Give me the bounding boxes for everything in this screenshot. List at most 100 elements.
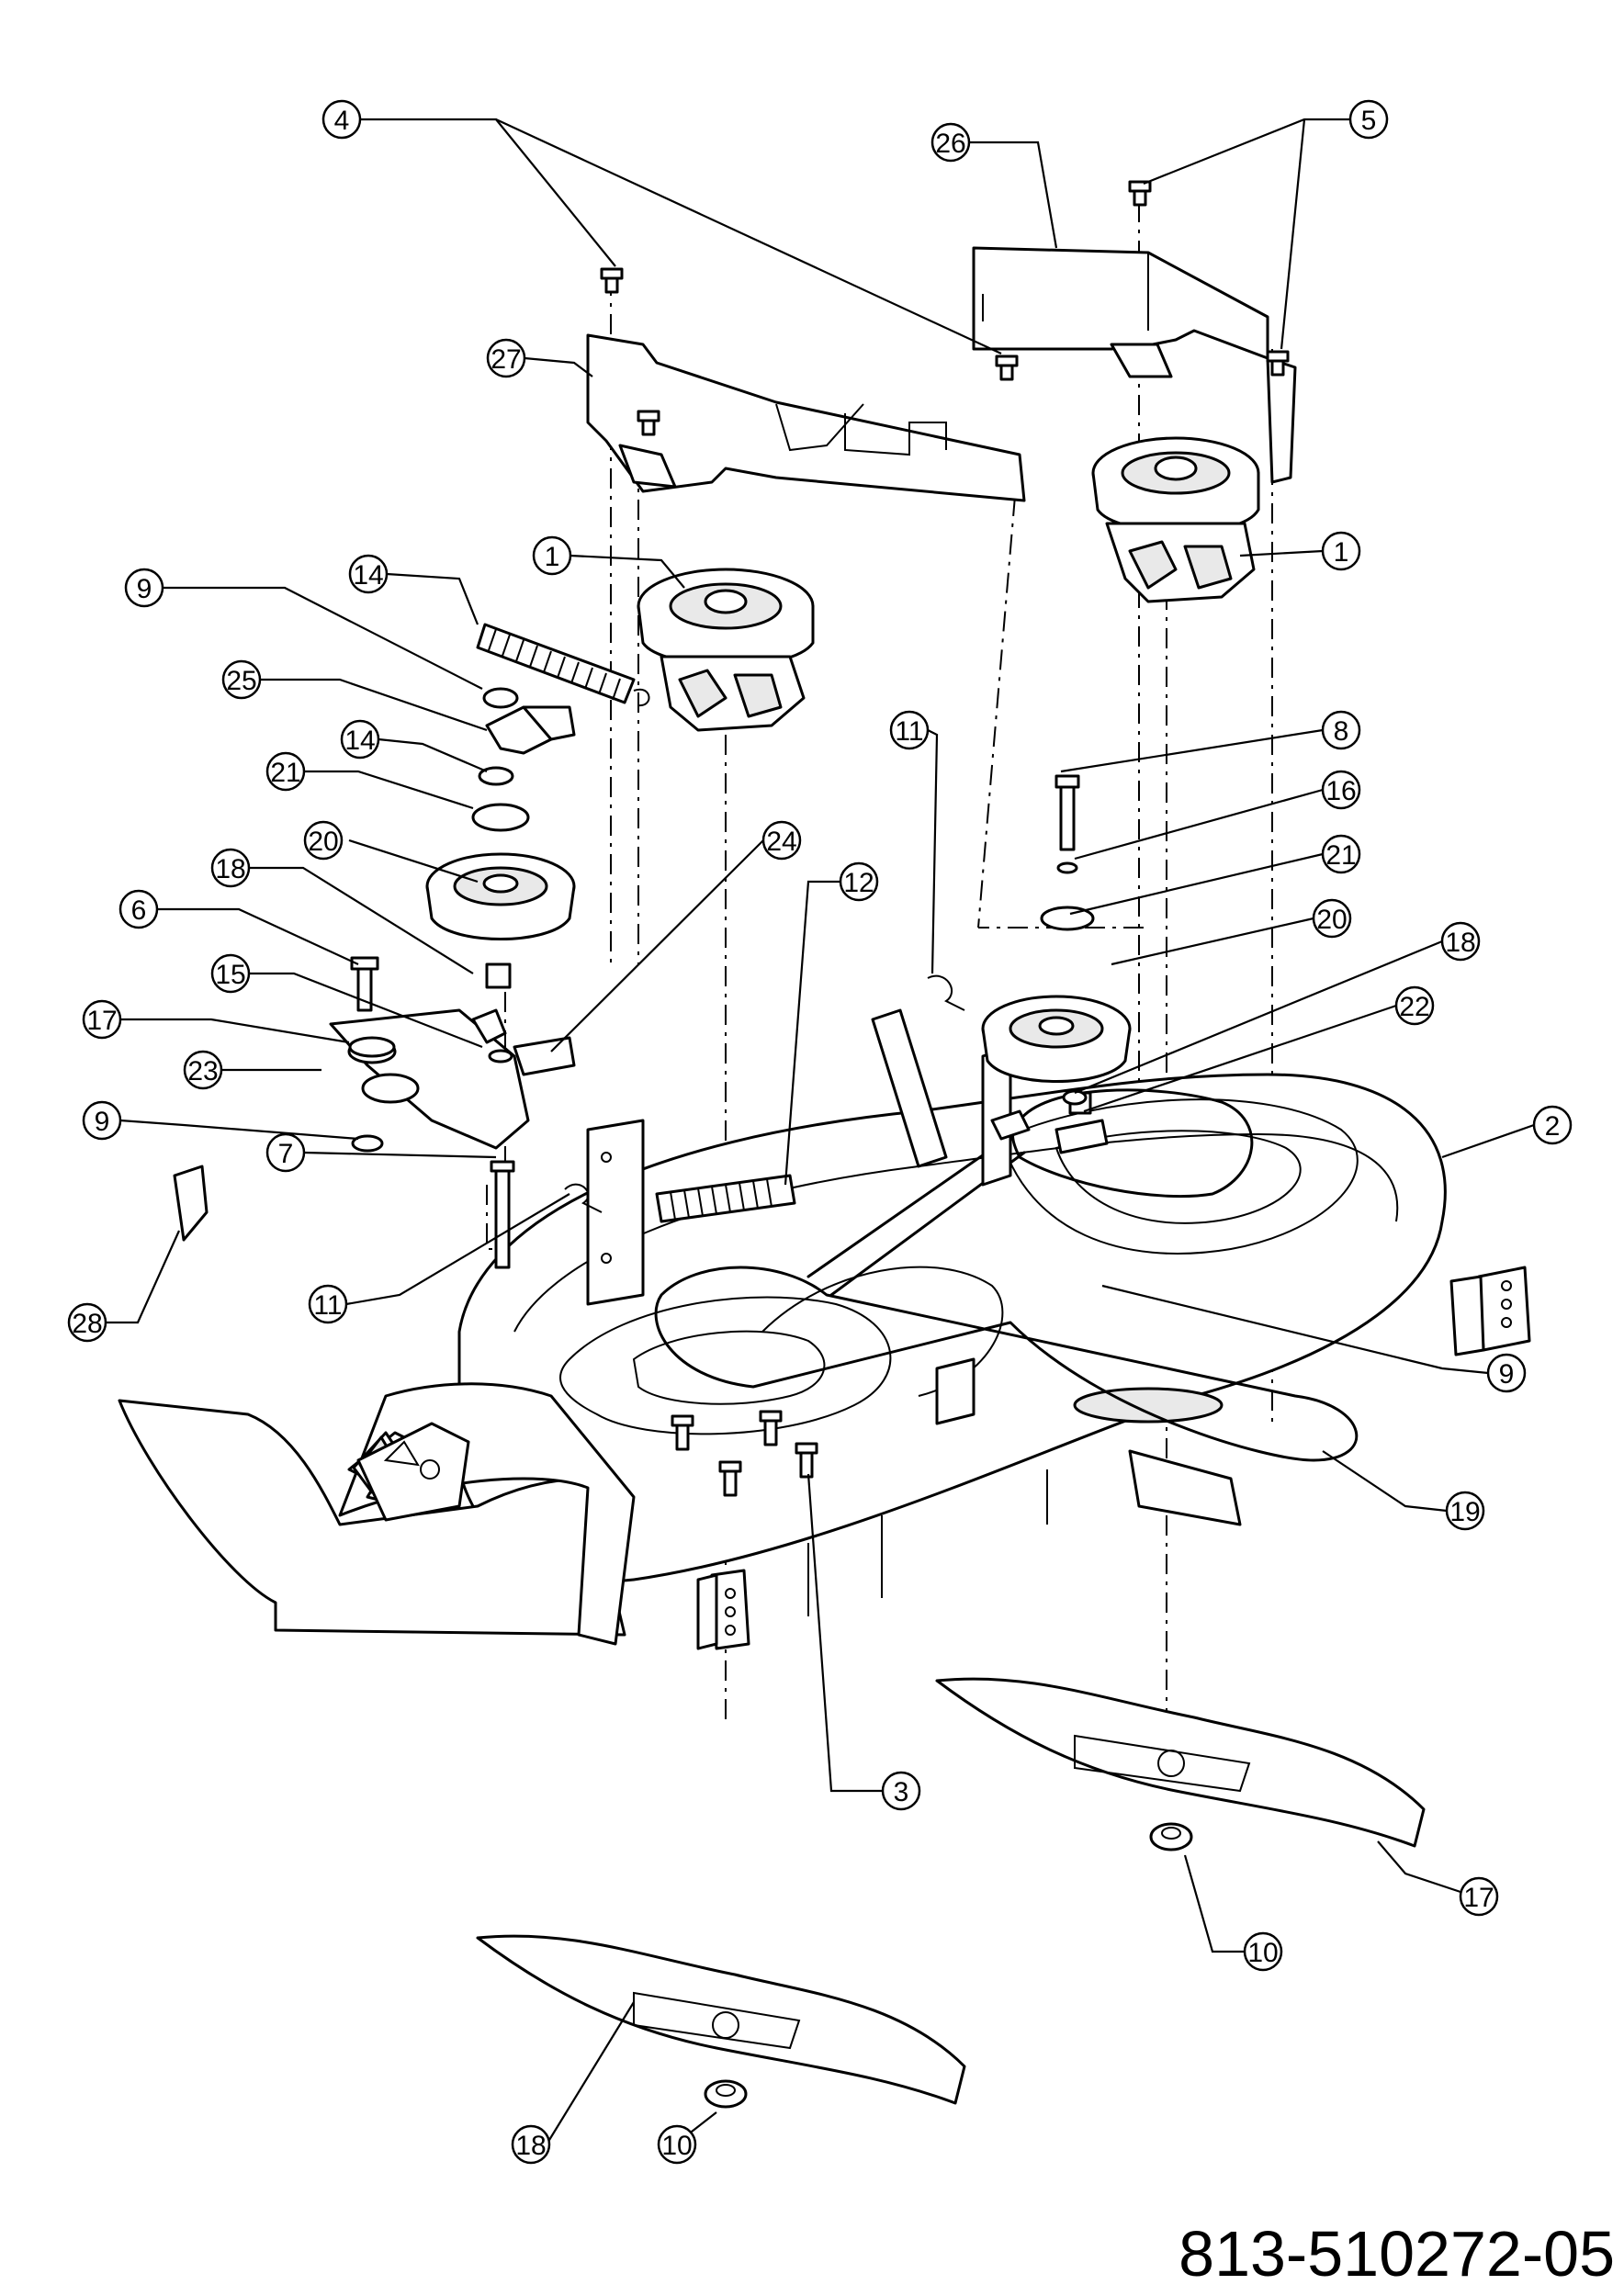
spindle-assembly-right — [1091, 436, 1260, 603]
callout-1-right: 1 — [1321, 531, 1361, 571]
callout-4: 3 — [881, 1771, 921, 1811]
deck-bracket-rear — [696, 1569, 750, 1650]
callout-19: 19 — [1445, 1491, 1485, 1531]
belt-guard-right — [972, 246, 1297, 484]
svg-text:1: 1 — [545, 542, 560, 572]
deck-hardware-right — [990, 1089, 1109, 1154]
svg-text:25: 25 — [226, 666, 256, 696]
idler-arm-plate — [329, 1008, 576, 1150]
callout-15: 16 — [1321, 770, 1361, 810]
svg-text:4: 4 — [334, 106, 350, 136]
small-hardware-left — [348, 956, 515, 1269]
svg-text:2: 2 — [1545, 1111, 1561, 1142]
callout-18-left: 18 — [210, 848, 251, 888]
guard-bolts — [600, 180, 1290, 436]
scraper-plate — [173, 1165, 209, 1242]
idler-stack-right — [981, 774, 1132, 1115]
svg-text:15: 15 — [215, 960, 245, 990]
leader-lines — [106, 118, 1535, 2145]
callout-1-left: 1 — [532, 535, 572, 576]
svg-text:24: 24 — [766, 827, 796, 857]
callout-11-top: 11 — [889, 710, 930, 750]
belt-guard-left — [586, 333, 1026, 502]
svg-text:9: 9 — [137, 574, 152, 604]
svg-text:7: 7 — [278, 1139, 294, 1169]
svg-text:21: 21 — [270, 758, 300, 788]
callout-7: 7 — [265, 1132, 306, 1173]
callout-10-left: 10 — [657, 2124, 697, 2165]
svg-text:27: 27 — [491, 344, 521, 375]
svg-text:11: 11 — [895, 716, 923, 747]
svg-text:12: 12 — [843, 868, 874, 898]
callout-23: 23 — [183, 1050, 223, 1090]
callout-10-right: 10 — [1243, 1931, 1283, 1972]
blade-right — [935, 1677, 1426, 1848]
svg-text:9: 9 — [1499, 1359, 1515, 1390]
callout-6: 6 — [118, 889, 159, 929]
callout-3: 4 — [321, 99, 362, 140]
spring-bracket — [485, 705, 576, 755]
callout-20-right: 20 — [1312, 898, 1352, 939]
callout-9-top: 9 — [124, 568, 164, 608]
part-number: 813-510272-05 — [1179, 2218, 1615, 2290]
svg-text:20: 20 — [308, 827, 338, 857]
svg-text:17: 17 — [1463, 1883, 1494, 1913]
svg-text:20: 20 — [1316, 905, 1347, 935]
svg-text:18: 18 — [515, 2131, 546, 2161]
callout-14-bottom: 15 — [210, 953, 251, 994]
svg-text:26: 26 — [935, 129, 965, 159]
spindle-assembly-left — [637, 568, 815, 732]
deck-bracket-front — [935, 1357, 1242, 1526]
svg-text:1: 1 — [1334, 537, 1349, 568]
callout-13: 14 — [348, 554, 389, 594]
callout-12: 12 — [839, 861, 879, 902]
svg-text:14: 14 — [353, 560, 383, 591]
callout-14-top: 14 — [340, 719, 380, 760]
callout-18-right: 18 — [1440, 921, 1481, 962]
svg-text:10: 10 — [1247, 1938, 1278, 1968]
svg-text:5: 5 — [1361, 106, 1377, 136]
blade-nuts — [704, 1822, 1193, 2109]
svg-text:23: 23 — [187, 1056, 218, 1086]
extension-spring — [655, 1174, 796, 1223]
callout-24: 24 — [761, 820, 802, 861]
discharge-chute — [118, 1382, 636, 1646]
svg-text:17: 17 — [86, 1006, 117, 1036]
svg-text:21: 21 — [1325, 840, 1356, 871]
callout-8: 8 — [1321, 710, 1361, 750]
callout-16: 17 — [82, 999, 122, 1040]
hairpin-clips — [564, 974, 965, 1213]
callout-9-left: 9 — [82, 1100, 122, 1141]
callout-21-left: 21 — [265, 751, 306, 792]
svg-text:19: 19 — [1449, 1497, 1480, 1527]
svg-text:18: 18 — [215, 854, 245, 884]
callout-2: 2 — [1532, 1105, 1573, 1145]
callout-21-right: 21 — [1321, 834, 1361, 874]
callout-27: 27 — [486, 338, 526, 378]
callout-22: 22 — [1394, 985, 1435, 1026]
svg-text:16: 16 — [1325, 776, 1356, 806]
svg-text:18: 18 — [1445, 928, 1475, 958]
svg-text:3: 3 — [894, 1777, 909, 1807]
callout-17-right: 17 — [1459, 1876, 1499, 1917]
callout-25: 25 — [221, 659, 262, 700]
callout-11-bottom: 11 — [308, 1284, 348, 1324]
callout-26: 26 — [930, 122, 971, 163]
idler-post — [871, 1008, 1012, 1187]
svg-text:22: 22 — [1399, 992, 1429, 1022]
svg-text:6: 6 — [131, 895, 147, 926]
svg-text:10: 10 — [661, 2131, 692, 2161]
callout-5: 5 — [1348, 99, 1389, 140]
deck-bolts — [671, 1410, 818, 1497]
callout-20-left: 20 — [303, 820, 344, 861]
deck-bracket-right — [1449, 1266, 1531, 1356]
svg-text:28: 28 — [72, 1309, 102, 1339]
warning-decal — [356, 1422, 470, 1522]
deck-post-left — [586, 1119, 645, 1306]
callout-28: 28 — [67, 1302, 107, 1343]
svg-text:14: 14 — [344, 726, 375, 756]
callout-17-left: 18 — [511, 2124, 551, 2165]
blade-left — [476, 1934, 966, 2105]
callout-9-right: 9 — [1486, 1353, 1527, 1393]
